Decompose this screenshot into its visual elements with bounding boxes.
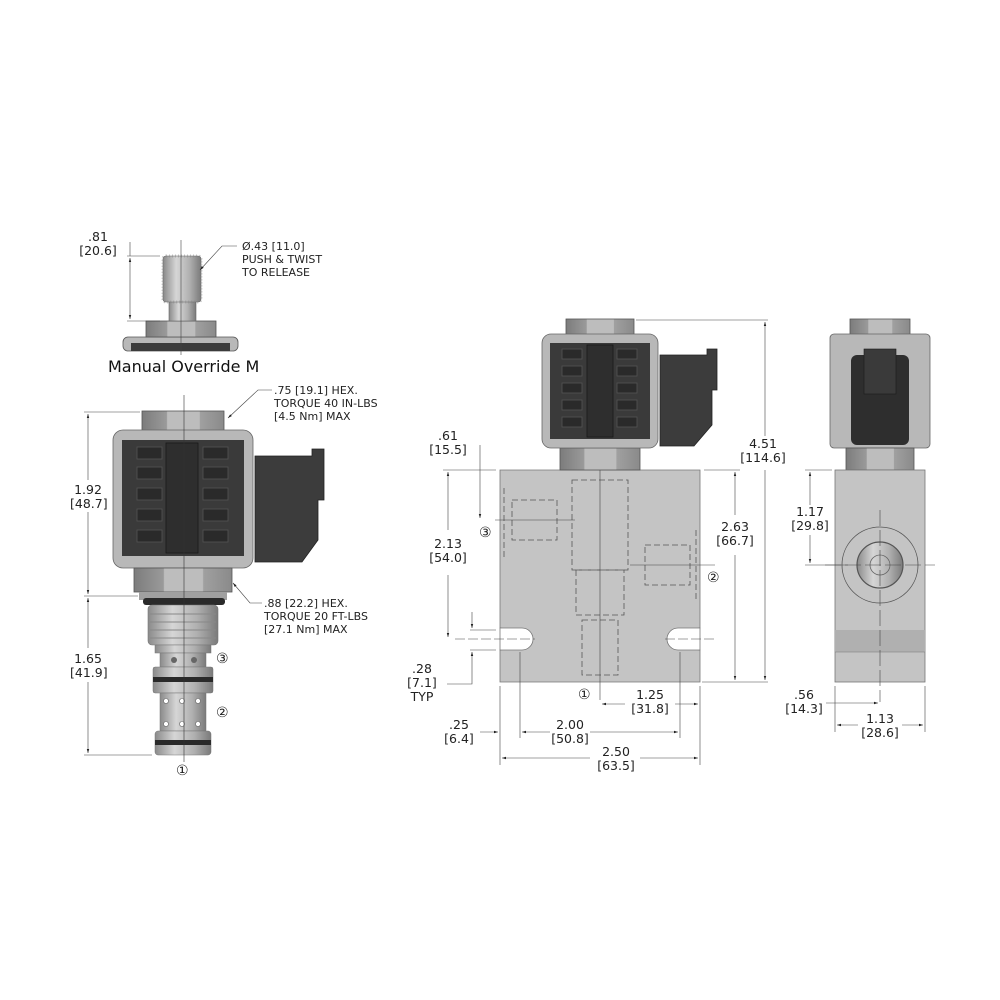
- dim-inch: .28: [412, 661, 432, 676]
- manual-override-drawing: [122, 240, 239, 355]
- manual-override-title: Manual Override M: [108, 357, 260, 376]
- dim-inch: 1.13: [866, 711, 894, 726]
- dim-mm: [7.1]: [407, 675, 437, 690]
- dim-inch: 1.25: [636, 687, 664, 702]
- dim-inch: 2.50: [602, 744, 630, 759]
- top-hex-note: .75 [19.1] HEX. TORQUE 40 IN-LBS [4.5 Nm…: [274, 384, 378, 423]
- port-3-label: ③: [216, 651, 229, 667]
- port3-depth-dim: .61 [15.5]: [428, 429, 468, 457]
- dim-mm: [29.8]: [791, 518, 829, 533]
- override-height-dim: .81 [20.6]: [78, 230, 118, 258]
- cartridge-length-dim: 1.65 [41.9]: [70, 651, 108, 680]
- slot-offset-dim: .25 [6.4]: [440, 718, 478, 746]
- note-line: [4.5 Nm] MAX: [274, 410, 351, 423]
- dim-inch: 2.63: [721, 519, 749, 534]
- dim-inch: .25: [449, 717, 469, 732]
- side-port-height-dim: 1.17 [29.8]: [788, 505, 832, 533]
- dim-mm: [6.4]: [444, 731, 474, 746]
- dim-inch: 2.13: [434, 536, 462, 551]
- dim-mm: [48.7]: [70, 496, 108, 511]
- port-1-label: ①: [176, 763, 189, 779]
- dim-mm: [41.9]: [70, 665, 108, 680]
- block-width-dim: 2.50 [63.5]: [592, 745, 640, 773]
- dim-suffix: TYP: [410, 689, 434, 704]
- note-line: TO RELEASE: [242, 266, 311, 279]
- dim-inch: 4.51: [749, 436, 777, 451]
- manifold-front-view: [443, 318, 768, 765]
- override-knob-note: Ø.43 [11.0] PUSH & TWIST TO RELEASE: [242, 240, 322, 279]
- note-line: .88 [22.2] HEX.: [264, 597, 348, 610]
- front-port-2-label: ②: [707, 570, 720, 586]
- dim-mm: [14.3]: [785, 701, 823, 716]
- port3-to-slot-dim: 2.13 [54.0]: [428, 537, 468, 565]
- dim-mm: [114.6]: [740, 450, 786, 465]
- note-line: Ø.43 [11.0]: [242, 240, 305, 253]
- note-line: [27.1 Nm] MAX: [264, 623, 348, 636]
- slot-width-dim: .28 [7.1] TYP: [405, 662, 439, 704]
- note-line: TORQUE 20 FT-LBS: [264, 610, 368, 623]
- dim-inch: 2.00: [556, 717, 584, 732]
- side-block-depth-dim: 1.13 [28.6]: [858, 712, 902, 740]
- dim-inch: .61: [438, 428, 458, 443]
- dim-inch: 1.92: [74, 482, 102, 497]
- cartridge-valve-drawing: [84, 389, 325, 762]
- note-line: PUSH & TWIST: [242, 253, 323, 266]
- note-line: TORQUE 40 IN-LBS: [274, 397, 378, 410]
- slot-spacing-dim: 2.00 [50.8]: [550, 718, 590, 746]
- dim-mm: [31.8]: [631, 701, 669, 716]
- port1-offset-dim: 1.25 [31.8]: [626, 688, 674, 716]
- dim-mm: [66.7]: [716, 533, 754, 548]
- port2-height-dim: 2.63 [66.7]: [712, 520, 758, 548]
- overall-height-dim: 4.51 [114.6]: [738, 437, 788, 465]
- body-hex-note: .88 [22.2] HEX. TORQUE 20 FT-LBS [27.1 N…: [264, 597, 368, 636]
- manifold-side-view: [805, 318, 935, 732]
- dim-inch: 1.65: [74, 651, 102, 666]
- dim-mm: [28.6]: [861, 725, 899, 740]
- dim-mm: [54.0]: [429, 550, 467, 565]
- dim-inch: 1.17: [796, 504, 824, 519]
- port-2-label: ②: [216, 705, 229, 721]
- coil-height-dim: 1.92 [48.7]: [70, 482, 108, 511]
- note-line: .75 [19.1] HEX.: [274, 384, 358, 397]
- dim-inch: .56: [794, 687, 814, 702]
- dim-inch: .81: [88, 229, 108, 244]
- dim-mm: [20.6]: [79, 243, 117, 258]
- dim-mm: [63.5]: [597, 758, 635, 773]
- dim-mm: [50.8]: [551, 731, 589, 746]
- front-port-3-label: ③: [479, 525, 492, 541]
- side-port-center-dim: .56 [14.3]: [784, 688, 824, 716]
- dim-mm: [15.5]: [429, 442, 467, 457]
- front-port-1-label: ①: [578, 687, 591, 703]
